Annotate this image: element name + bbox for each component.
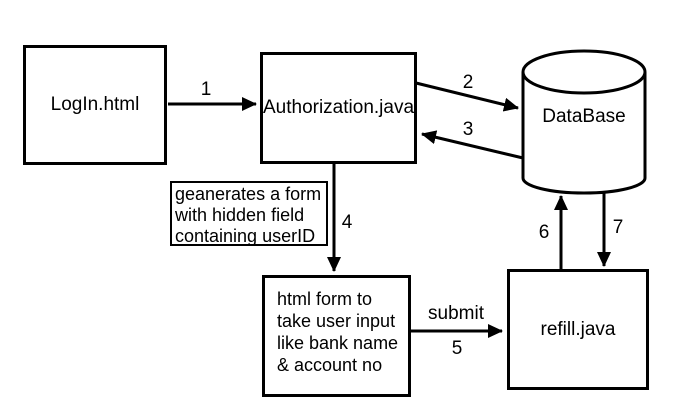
edge-label-1: 1 — [200, 79, 212, 100]
edge-label-6: 6 — [538, 222, 550, 243]
form-generation-note: geanerates a form with hidden field cont… — [170, 181, 328, 246]
edge-label-7: 7 — [612, 217, 624, 238]
arrow-3-database-to-authorization — [421, 130, 524, 160]
refill-node: refill.java — [507, 269, 649, 390]
edge-caption-submit: submit — [428, 303, 484, 324]
edge-label-4: 4 — [341, 212, 353, 233]
edge-label-2: 2 — [462, 72, 474, 93]
login-node: LogIn.html — [23, 45, 167, 165]
edge-label-5: 5 — [451, 338, 463, 359]
login-label: LogIn.html — [50, 94, 140, 115]
form-generation-note-text: geanerates a form with hidden field cont… — [175, 184, 322, 246]
arrow-2-authorization-to-database — [415, 81, 519, 112]
refill-label: refill.java — [540, 318, 616, 340]
html-form-node: html form to take user input like bank n… — [262, 275, 411, 397]
html-form-text: html form to take user input like bank n… — [277, 289, 399, 375]
database-cylinder — [521, 49, 647, 195]
edge-label-3: 3 — [462, 119, 474, 140]
database-cylinder-top — [521, 49, 647, 95]
database-label: DataBase — [542, 106, 626, 127]
flow-arrows — [168, 81, 611, 338]
database-cylinder-body — [521, 72, 647, 195]
authorization-label: Authorization.java — [262, 97, 415, 118]
authorization-node: Authorization.java — [260, 52, 417, 164]
